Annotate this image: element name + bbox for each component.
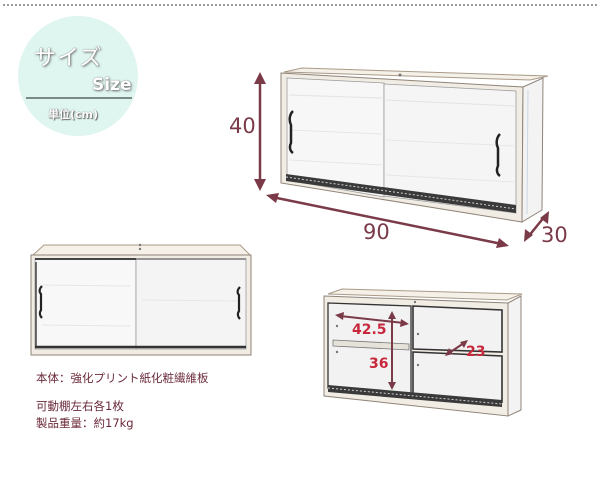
badge-divider xyxy=(26,97,132,99)
spec-shelves: 可動棚左右各1枚 xyxy=(36,399,124,413)
top-dotted-divider xyxy=(3,4,597,6)
spec-material: 本体：強化プリント紙化粧繊維板 xyxy=(36,371,209,385)
spec-weight: 製品重量：約17kg xyxy=(36,416,134,430)
unit-label: 単位(cm) xyxy=(48,108,99,121)
size-title-jp: サイズ xyxy=(34,46,103,71)
width-dimension: 90 xyxy=(363,220,390,244)
height-dimension: 40 xyxy=(229,114,256,138)
shelf-width-label: 42.5 xyxy=(352,322,387,338)
size-badge xyxy=(18,16,138,136)
shelf-depth-label: 23 xyxy=(466,344,486,360)
depth-dimension: 30 xyxy=(541,223,568,247)
size-title-en: Size xyxy=(92,75,132,95)
shelf-height-label: 36 xyxy=(369,356,389,372)
